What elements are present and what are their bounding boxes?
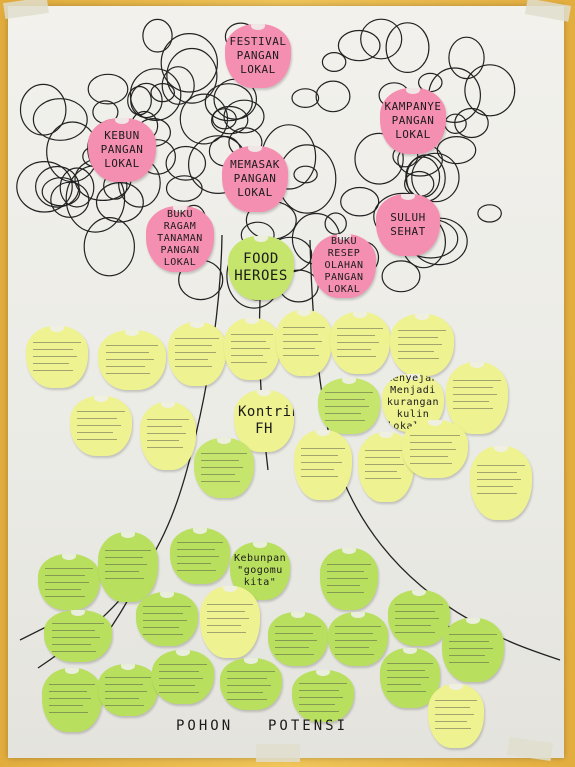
canopy-note-label: BUKU RAGAM TANAMAN PANGAN LOKAL	[157, 209, 203, 268]
scribble-loop	[211, 108, 237, 130]
trunk-note	[446, 362, 508, 434]
root-note-label: Kebunpan "gogomu kita"	[234, 553, 287, 588]
scribble-loop	[95, 182, 144, 223]
scribble-loop	[381, 260, 421, 293]
canopy-note-label: KEBUN PANGAN LOKAL	[100, 129, 144, 170]
scribble-loop	[59, 167, 95, 208]
trunk-note	[318, 378, 380, 434]
scribble-loop	[161, 66, 195, 105]
scribble-loop	[165, 145, 207, 181]
trunk-note-kontribusi: Kontribusi FH	[234, 390, 294, 452]
scribble-loop	[454, 107, 489, 139]
root-note	[38, 554, 100, 610]
root-note	[200, 586, 260, 658]
scribble-loop	[165, 175, 203, 202]
poster-title: POHON POTENSI	[160, 718, 390, 740]
canopy-note-festival: FESTIVAL PANGAN LOKAL	[225, 24, 291, 88]
trunk-note-label: Kontribusi FH	[238, 404, 294, 437]
center-note-label: FOOD HEROES	[234, 251, 288, 284]
canopy-note-label: SULUH SEHAT	[390, 211, 426, 238]
trunk-note	[168, 322, 226, 386]
scribble-loop	[337, 29, 381, 62]
scribble-loop	[210, 105, 249, 135]
scribble-loop	[404, 170, 435, 197]
trunk-note	[26, 326, 88, 388]
root-note	[428, 684, 484, 748]
canopy-note-kebun: KEBUN PANGAN LOKAL	[88, 118, 156, 182]
scribble-loop	[160, 32, 218, 93]
root-note	[152, 650, 214, 704]
trunk-note	[224, 318, 280, 380]
scribble-loop	[19, 83, 67, 136]
canopy-note-buku-ragam: BUKU RAGAM TANAMAN PANGAN LOKAL	[146, 206, 214, 272]
scribble-loop	[354, 132, 404, 185]
root-note	[328, 612, 388, 666]
scribble-loop	[16, 161, 73, 213]
scribble-loop	[293, 165, 318, 184]
trunk-note	[70, 396, 132, 456]
scribble-loop	[436, 136, 477, 165]
root-note	[268, 612, 328, 666]
canopy-note-label: BUKU RESEP OLAHAN PANGAN LOKAL	[324, 236, 364, 295]
trunk-note	[390, 314, 454, 376]
scribble-loop	[50, 181, 90, 218]
canopy-note-label: FESTIVAL PANGAN LOKAL	[229, 35, 287, 76]
root-note	[136, 592, 198, 646]
canopy-note-suluh: SULUH SEHAT	[376, 194, 440, 256]
canopy-note-buku-resep: BUKU RESEP OLAHAN PANGAN LOKAL	[312, 234, 376, 298]
canopy-note-label: KAMPANYE PANGAN LOKAL	[384, 100, 442, 141]
poster-title-left: POHON	[176, 718, 234, 734]
scribble-loop	[411, 152, 460, 203]
scribble-loop	[129, 68, 182, 122]
root-note	[292, 670, 354, 722]
root-note	[98, 532, 158, 602]
canopy-note-kampanye: KAMPANYE PANGAN LOKAL	[380, 88, 446, 154]
root-note	[320, 548, 378, 610]
canopy-note-label: MEMASAK PANGAN LOKAL	[230, 158, 280, 199]
scribble-loop	[315, 80, 351, 113]
root-note	[442, 618, 504, 682]
root-note	[170, 528, 230, 584]
trunk-note	[276, 310, 332, 376]
canopy-note-memasak: MEMASAK PANGAN LOKAL	[222, 146, 288, 212]
trunk-note	[470, 446, 532, 520]
scribble-loop	[127, 85, 152, 116]
scribble-loop	[204, 83, 253, 122]
scribble-loop	[405, 156, 441, 198]
trunk-note	[330, 312, 390, 374]
scribble-loop	[444, 113, 467, 135]
scribble-loop	[291, 88, 320, 108]
scribble-loop	[385, 22, 430, 73]
scribble-loop	[321, 51, 347, 72]
scribble-loop	[477, 204, 502, 223]
root-note	[220, 658, 282, 710]
scribble-loop	[32, 98, 88, 141]
root-note	[98, 664, 158, 716]
tape-bottom-center	[256, 744, 300, 762]
scribble-loop	[360, 18, 403, 60]
scribble-loop	[179, 93, 229, 145]
root-note	[388, 590, 450, 646]
root-note	[44, 610, 112, 662]
scribble-loop	[464, 64, 516, 117]
scribble-loop	[41, 177, 81, 207]
trunk-note	[140, 402, 196, 470]
poster-title-right: POTENSI	[268, 718, 349, 734]
scribble-loop	[142, 18, 173, 53]
trunk-note	[294, 430, 352, 500]
trunk-note	[98, 330, 166, 390]
center-note-food-heroes: FOOD HEROES	[228, 236, 294, 300]
scribble-loop	[340, 186, 380, 217]
scribble-loop	[83, 216, 136, 277]
scribble-loop	[448, 36, 485, 80]
root-note	[42, 668, 102, 732]
scribble-loop	[87, 73, 129, 105]
trunk-note	[194, 438, 254, 498]
scribble-loop	[166, 47, 218, 104]
trunk-note	[402, 420, 468, 478]
